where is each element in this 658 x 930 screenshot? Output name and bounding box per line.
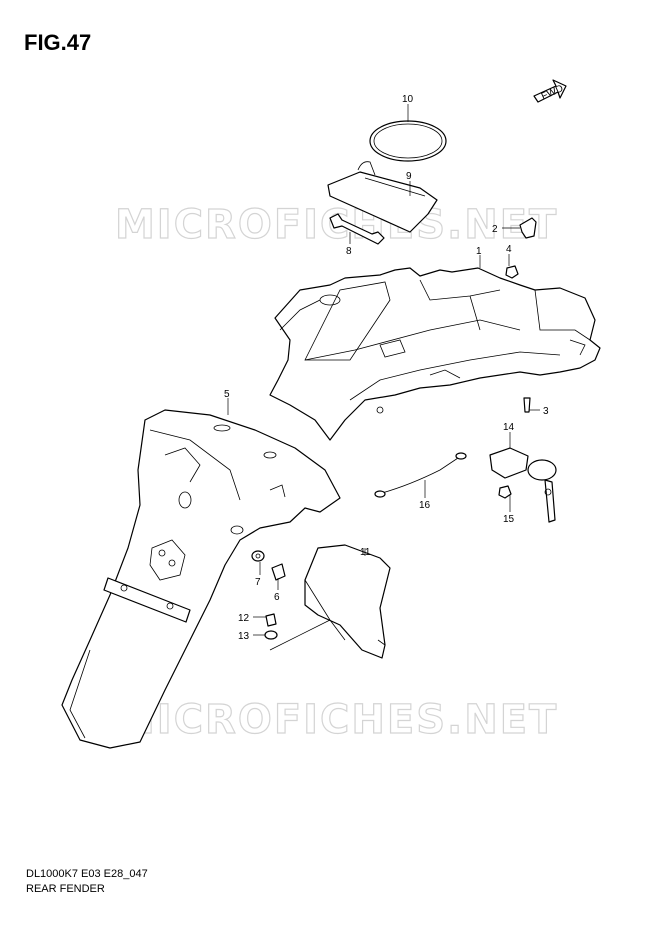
part-13-washer <box>264 630 278 640</box>
callout-14: 14 <box>503 422 515 433</box>
callout-15: 15 <box>503 514 515 525</box>
callout-8: 8 <box>346 246 352 257</box>
part-8-wrench <box>329 213 385 245</box>
callout-10: 10 <box>402 94 414 105</box>
watermark-bottom: MICROFICHES.NET <box>115 697 558 743</box>
figure-name: REAR FENDER <box>26 883 105 895</box>
part-6-bolt <box>271 563 286 581</box>
callout-11: 11 <box>360 547 371 558</box>
callout-5: 5 <box>224 389 230 400</box>
part-11-mud-flap <box>304 544 391 659</box>
part-1-seat-tray <box>269 267 601 441</box>
figure-code: DL1000K7 E03 E28_047 <box>26 868 148 880</box>
callout-9: 9 <box>406 171 412 182</box>
callout-16: 16 <box>419 500 431 511</box>
callout-6: 6 <box>274 592 280 603</box>
part-7-washer <box>251 550 265 562</box>
part-2-clip <box>519 217 537 239</box>
part-3-rivet <box>523 397 531 413</box>
part-10-seal-ring <box>369 120 447 162</box>
part-4-bolt <box>505 265 519 279</box>
part-16-seat-cable <box>374 452 467 498</box>
part-12-bolt <box>265 613 277 627</box>
part-15-screw <box>498 485 512 499</box>
callout-4: 4 <box>506 244 512 255</box>
figure-title: FIG.47 <box>24 30 92 55</box>
fwd-label: FWD <box>540 83 565 102</box>
callout-2: 2 <box>492 224 498 235</box>
part-14-seat-lock <box>489 447 557 523</box>
callout-13: 13 <box>238 631 250 642</box>
callout-3: 3 <box>543 406 549 417</box>
callout-12: 12 <box>238 613 250 624</box>
part-5-rear-fender <box>61 409 341 749</box>
callout-7: 7 <box>255 577 261 588</box>
callout-1: 1 <box>476 246 482 257</box>
fwd-arrow-icon: FWD <box>533 79 567 103</box>
